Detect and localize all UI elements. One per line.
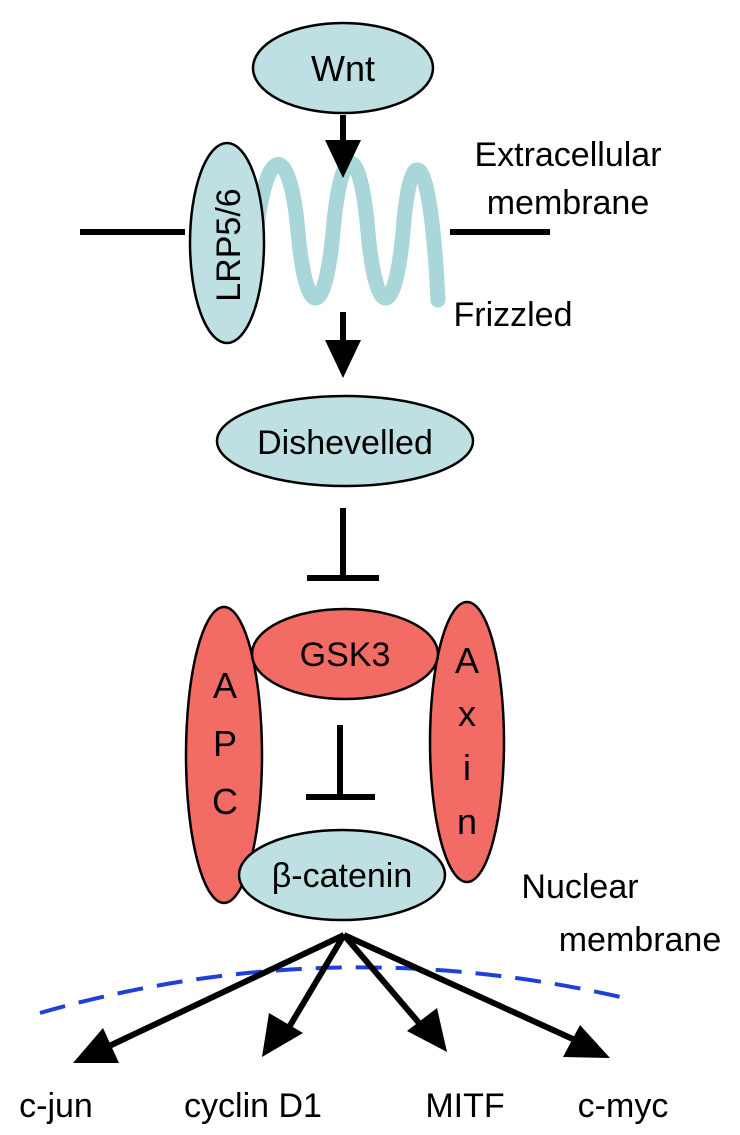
arrow-receptor-to-dishevelled-head	[325, 340, 361, 378]
frizzled-receptor	[247, 155, 446, 308]
nuclear-label-line2: membrane	[559, 921, 722, 959]
nuclear-label-line1: Nuclear	[521, 868, 638, 906]
beta-catenin-node	[237, 828, 447, 922]
axin-label-x: x	[458, 693, 476, 734]
target-cyclin-d1: cyclin D1	[184, 1087, 322, 1125]
arrow-to-c-jun-head	[73, 1028, 119, 1063]
arrow-to-c-myc	[342, 932, 577, 1043]
extracellular-label-line2: membrane	[487, 184, 650, 222]
axin-node	[428, 600, 506, 884]
arrow-to-c-myc-head	[563, 1025, 610, 1058]
arrow-to-cyclin-d1	[282, 933, 347, 1036]
extracellular-label-line1: Extracellular	[474, 136, 661, 174]
apc-label-p: P	[213, 723, 237, 764]
apc-node	[184, 605, 264, 905]
target-c-jun: c-jun	[19, 1087, 93, 1125]
wnt-node	[251, 21, 435, 115]
apc-label-c: C	[212, 781, 238, 822]
axin-label-a: A	[455, 640, 479, 681]
arrow-to-mitf-head	[407, 1008, 447, 1052]
target-mitf: MITF	[425, 1087, 504, 1125]
dishevelled-node	[215, 394, 475, 488]
arrow-wnt-to-receptor-head	[325, 140, 361, 178]
lrp-node	[188, 141, 266, 345]
axin-label-n: n	[457, 801, 477, 842]
apc-label-a: A	[213, 665, 237, 706]
nuclear-membrane	[39, 965, 626, 1015]
arrow-to-mitf	[341, 933, 428, 1032]
target-c-myc: c-myc	[578, 1087, 669, 1125]
wnt-label: Wnt	[311, 48, 375, 89]
frizzled-label: Frizzled	[453, 296, 572, 334]
dishevelled-label: Dishevelled	[257, 424, 433, 462]
axin-label-i: i	[463, 747, 471, 788]
gsk3-label: GSK3	[300, 636, 391, 674]
gsk3-node	[250, 607, 440, 701]
arrow-to-c-jun	[103, 932, 346, 1051]
lrp-label: LRP5/6	[210, 188, 248, 301]
arrow-to-cyclin-d1-head	[262, 1013, 303, 1057]
beta-catenin-label: β-catenin	[272, 857, 413, 895]
